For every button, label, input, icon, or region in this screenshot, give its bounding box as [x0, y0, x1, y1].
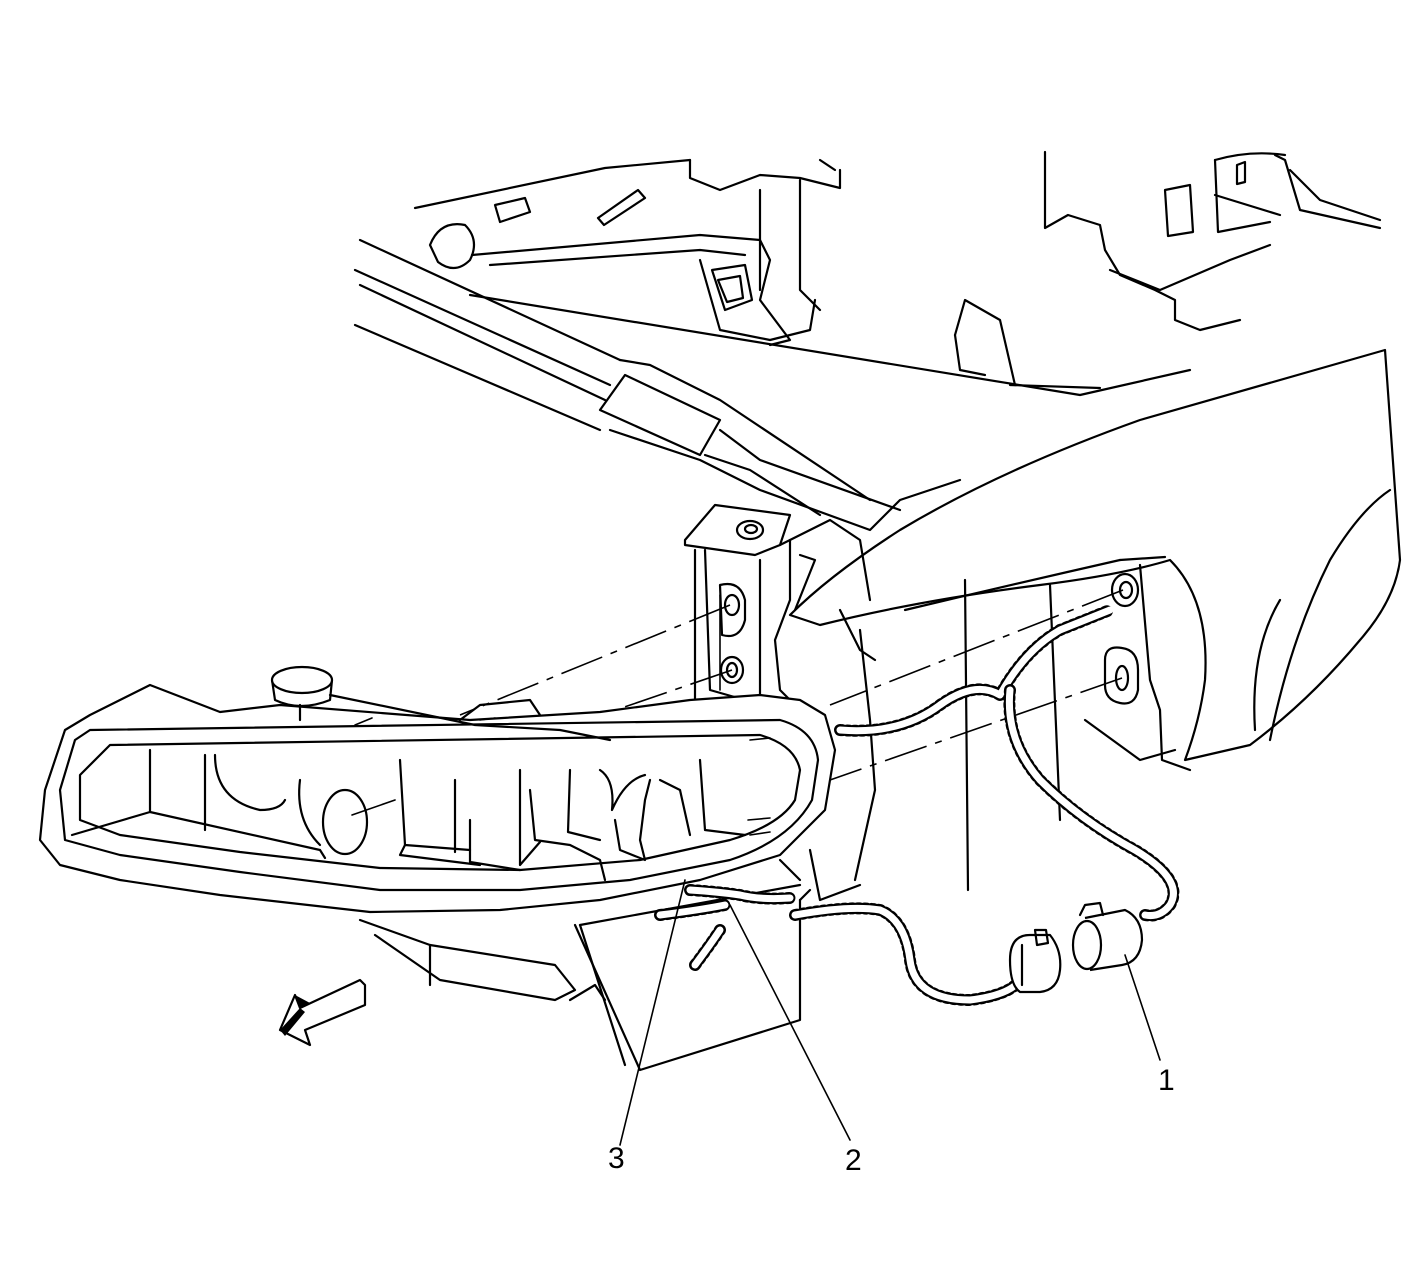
adjuster-cap [270, 665, 612, 742]
callout-2: 2 [845, 1144, 862, 1177]
callout-1: 1 [1158, 1064, 1175, 1097]
headlamp-housing [38, 683, 837, 914]
bulb-socket [1008, 901, 1144, 994]
callout-labels: 1 2 3 [608, 1064, 1175, 1177]
fender [788, 348, 1402, 762]
upper-frame-rail [353, 158, 1192, 532]
lower-housing [358, 848, 862, 1072]
callout-3: 3 [608, 1142, 625, 1175]
forward-arrow-icon [278, 978, 367, 1047]
right-mounting-bracket [1083, 563, 1192, 772]
wiring-harness [654, 604, 1180, 1006]
body-structure [953, 150, 1382, 390]
leader-lines [619, 879, 1161, 1146]
